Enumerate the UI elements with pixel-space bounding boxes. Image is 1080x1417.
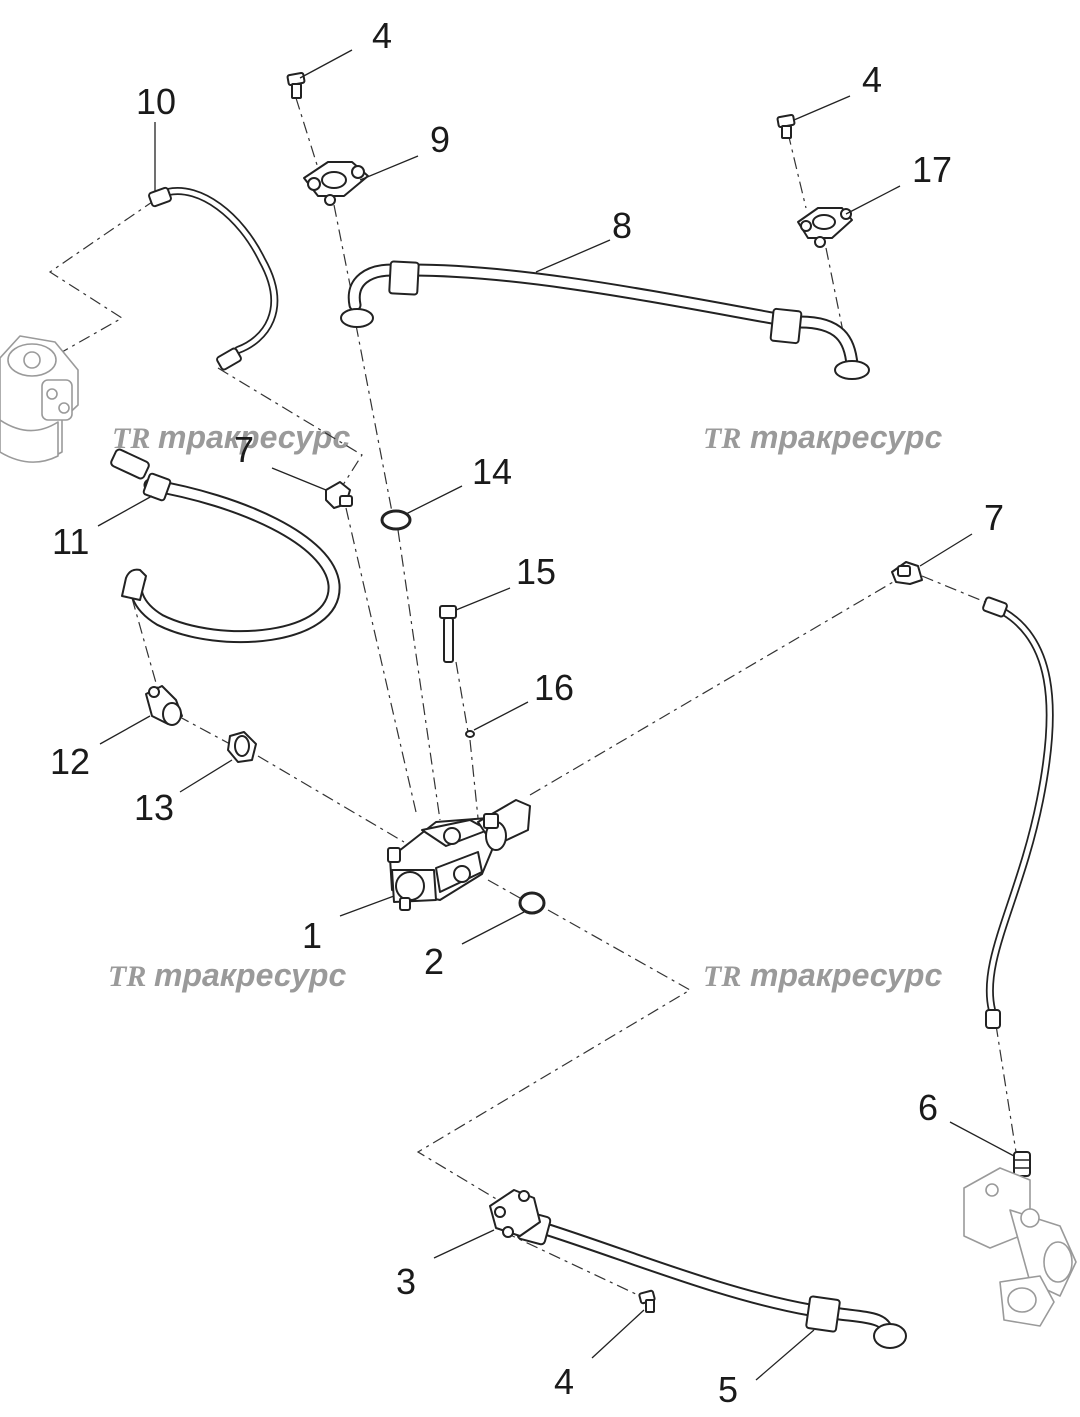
tee-fitting-7-right xyxy=(891,561,923,585)
callout-8: 8 xyxy=(612,205,632,246)
watermark-logo: TR xyxy=(108,960,146,993)
bolt-4-bottom xyxy=(638,1289,656,1313)
watermark-text: тракресурс xyxy=(154,957,346,993)
watermark-text: тракресурс xyxy=(750,957,942,993)
bolt-4-top-right xyxy=(776,114,796,139)
callout-10: 10 xyxy=(136,81,176,122)
hose-8 xyxy=(340,260,870,380)
hose-6 xyxy=(982,596,1054,1029)
watermark-text: тракресурс xyxy=(750,419,942,455)
o-ring-16 xyxy=(465,730,475,738)
callout-6: 6 xyxy=(918,1087,938,1128)
hose-11 xyxy=(110,448,341,644)
callout-7: 7 xyxy=(234,429,254,470)
watermark-bottom-right: TR тракресурс xyxy=(703,957,942,993)
flange-17 xyxy=(797,207,853,248)
fitting-6 xyxy=(1013,1151,1031,1177)
callout-12: 12 xyxy=(50,741,90,782)
o-ring-2 xyxy=(518,891,546,915)
callout-7: 7 xyxy=(984,497,1004,538)
watermark-top-right: TR тракресурс xyxy=(703,419,942,455)
valve-block-1 xyxy=(387,799,531,911)
o-ring-14 xyxy=(380,509,412,531)
callout-1: 1 xyxy=(302,915,322,956)
callout-13: 13 xyxy=(134,787,174,828)
hose-10 xyxy=(148,186,279,371)
flange-9 xyxy=(303,161,369,206)
watermark-text: тракресурс xyxy=(158,419,350,455)
callout-16: 16 xyxy=(534,667,574,708)
flange-3 xyxy=(489,1189,541,1238)
callout-4: 4 xyxy=(372,15,392,56)
adapter-13 xyxy=(227,731,257,763)
watermark-logo: TR xyxy=(703,422,741,455)
callout-14: 14 xyxy=(472,451,512,492)
watermark-bottom-left: TR тракресурс xyxy=(108,957,346,993)
callout-15: 15 xyxy=(516,551,556,592)
hose-5 xyxy=(516,1210,907,1349)
steering-unit xyxy=(0,335,79,463)
leader-lines xyxy=(97,49,1015,1381)
elbow-12 xyxy=(145,685,183,726)
tee-fitting-7-left xyxy=(325,481,353,509)
callout-17: 17 xyxy=(912,149,952,190)
callout-5: 5 xyxy=(718,1369,738,1410)
callout-4: 4 xyxy=(862,59,882,100)
callout-4: 4 xyxy=(554,1361,574,1402)
bolt-15 xyxy=(439,605,457,663)
watermark-logo: TR xyxy=(703,960,741,993)
callout-9: 9 xyxy=(430,119,450,160)
callout-11: 11 xyxy=(52,521,89,562)
callout-3: 3 xyxy=(396,1261,416,1302)
bolt-4-top xyxy=(286,72,306,99)
priority-valve xyxy=(963,1167,1077,1327)
watermark-top-left: TR тракресурс xyxy=(112,419,350,455)
callout-labels: 4 10 9 8 4 17 7 14 11 15 16 7 12 13 1 2 … xyxy=(50,15,1004,1410)
callout-2: 2 xyxy=(424,941,444,982)
